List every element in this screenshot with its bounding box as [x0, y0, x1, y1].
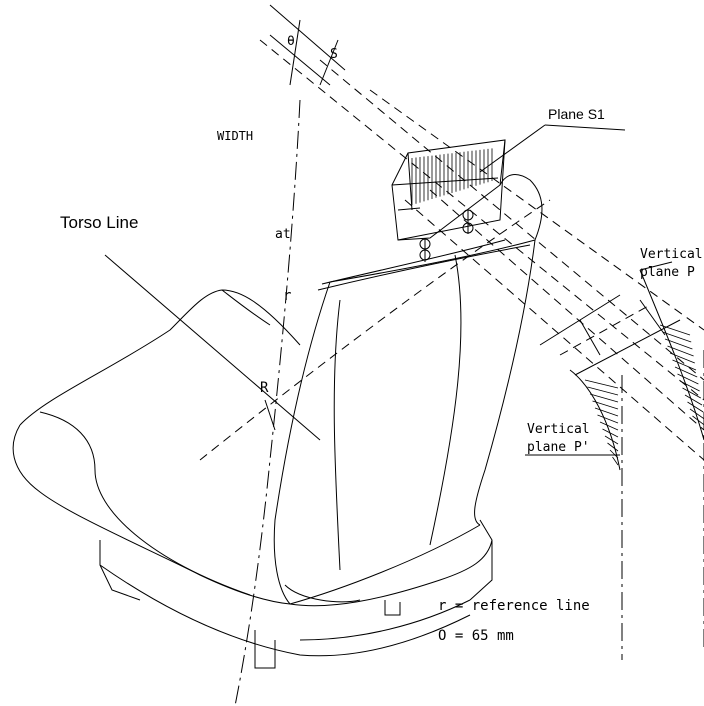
hatch-line — [607, 442, 619, 452]
r-upper-label: R — [260, 380, 269, 396]
hatch-line — [679, 380, 700, 392]
hatch-line — [667, 345, 694, 357]
headrest — [391, 139, 506, 262]
vertical-plane-p-prime — [525, 369, 623, 660]
at-label: at — [275, 227, 291, 242]
seat-back — [273, 174, 543, 605]
hatch-line — [677, 373, 699, 385]
vertical-plane-p-prime-label-2: plane P' — [527, 440, 590, 455]
hatch-line — [609, 449, 619, 459]
hatch-line — [612, 456, 619, 466]
reference-line-r — [234, 99, 301, 706]
hatch-line — [687, 401, 704, 413]
torso-line-label: Torso Line — [60, 213, 138, 232]
vertical-plane-p-prime-label-1: Vertical — [527, 422, 590, 437]
vertical-plane-p — [639, 261, 704, 650]
width-label: WIDTH — [217, 129, 253, 143]
hatch-line — [587, 386, 619, 396]
hatch-line — [669, 352, 695, 364]
plane-s1-label: Plane S1 — [548, 106, 605, 122]
hatch-line — [682, 387, 701, 399]
plane-p-prime-hatching — [584, 379, 619, 466]
hatch-line — [584, 379, 619, 389]
hatch-line — [672, 359, 697, 371]
hatch-line — [602, 428, 619, 438]
radius-arc — [199, 199, 551, 461]
seat-cushion — [12, 289, 493, 669]
hatch-line — [599, 421, 619, 431]
theta-label: θ — [287, 34, 295, 49]
reference-line-note: r = reference line — [438, 598, 590, 614]
hatch-line — [589, 393, 619, 403]
hatch-line — [604, 435, 619, 445]
hatch-line — [692, 415, 704, 426]
hatch-line — [662, 331, 692, 343]
s-label: S — [330, 47, 338, 62]
hatch-line — [674, 366, 698, 378]
hatch-line — [689, 408, 704, 420]
hatch-line — [664, 338, 693, 350]
hatch-line — [597, 414, 619, 424]
plane-p-hatching — [659, 324, 704, 426]
vertical-plane-p-label-1: Vertical — [640, 247, 703, 262]
torso-line — [104, 254, 321, 441]
o-value-note: O = 65 mm — [438, 628, 514, 644]
vertical-plane-p-label-2: plane P — [640, 265, 695, 280]
headrest-hatching — [411, 148, 493, 205]
construction-lines — [104, 4, 704, 706]
hatch-line — [594, 407, 619, 417]
r-lower-label: r — [283, 288, 291, 304]
hatch-line — [592, 400, 619, 410]
hatch-line — [659, 324, 691, 336]
hatch-line — [684, 394, 703, 406]
